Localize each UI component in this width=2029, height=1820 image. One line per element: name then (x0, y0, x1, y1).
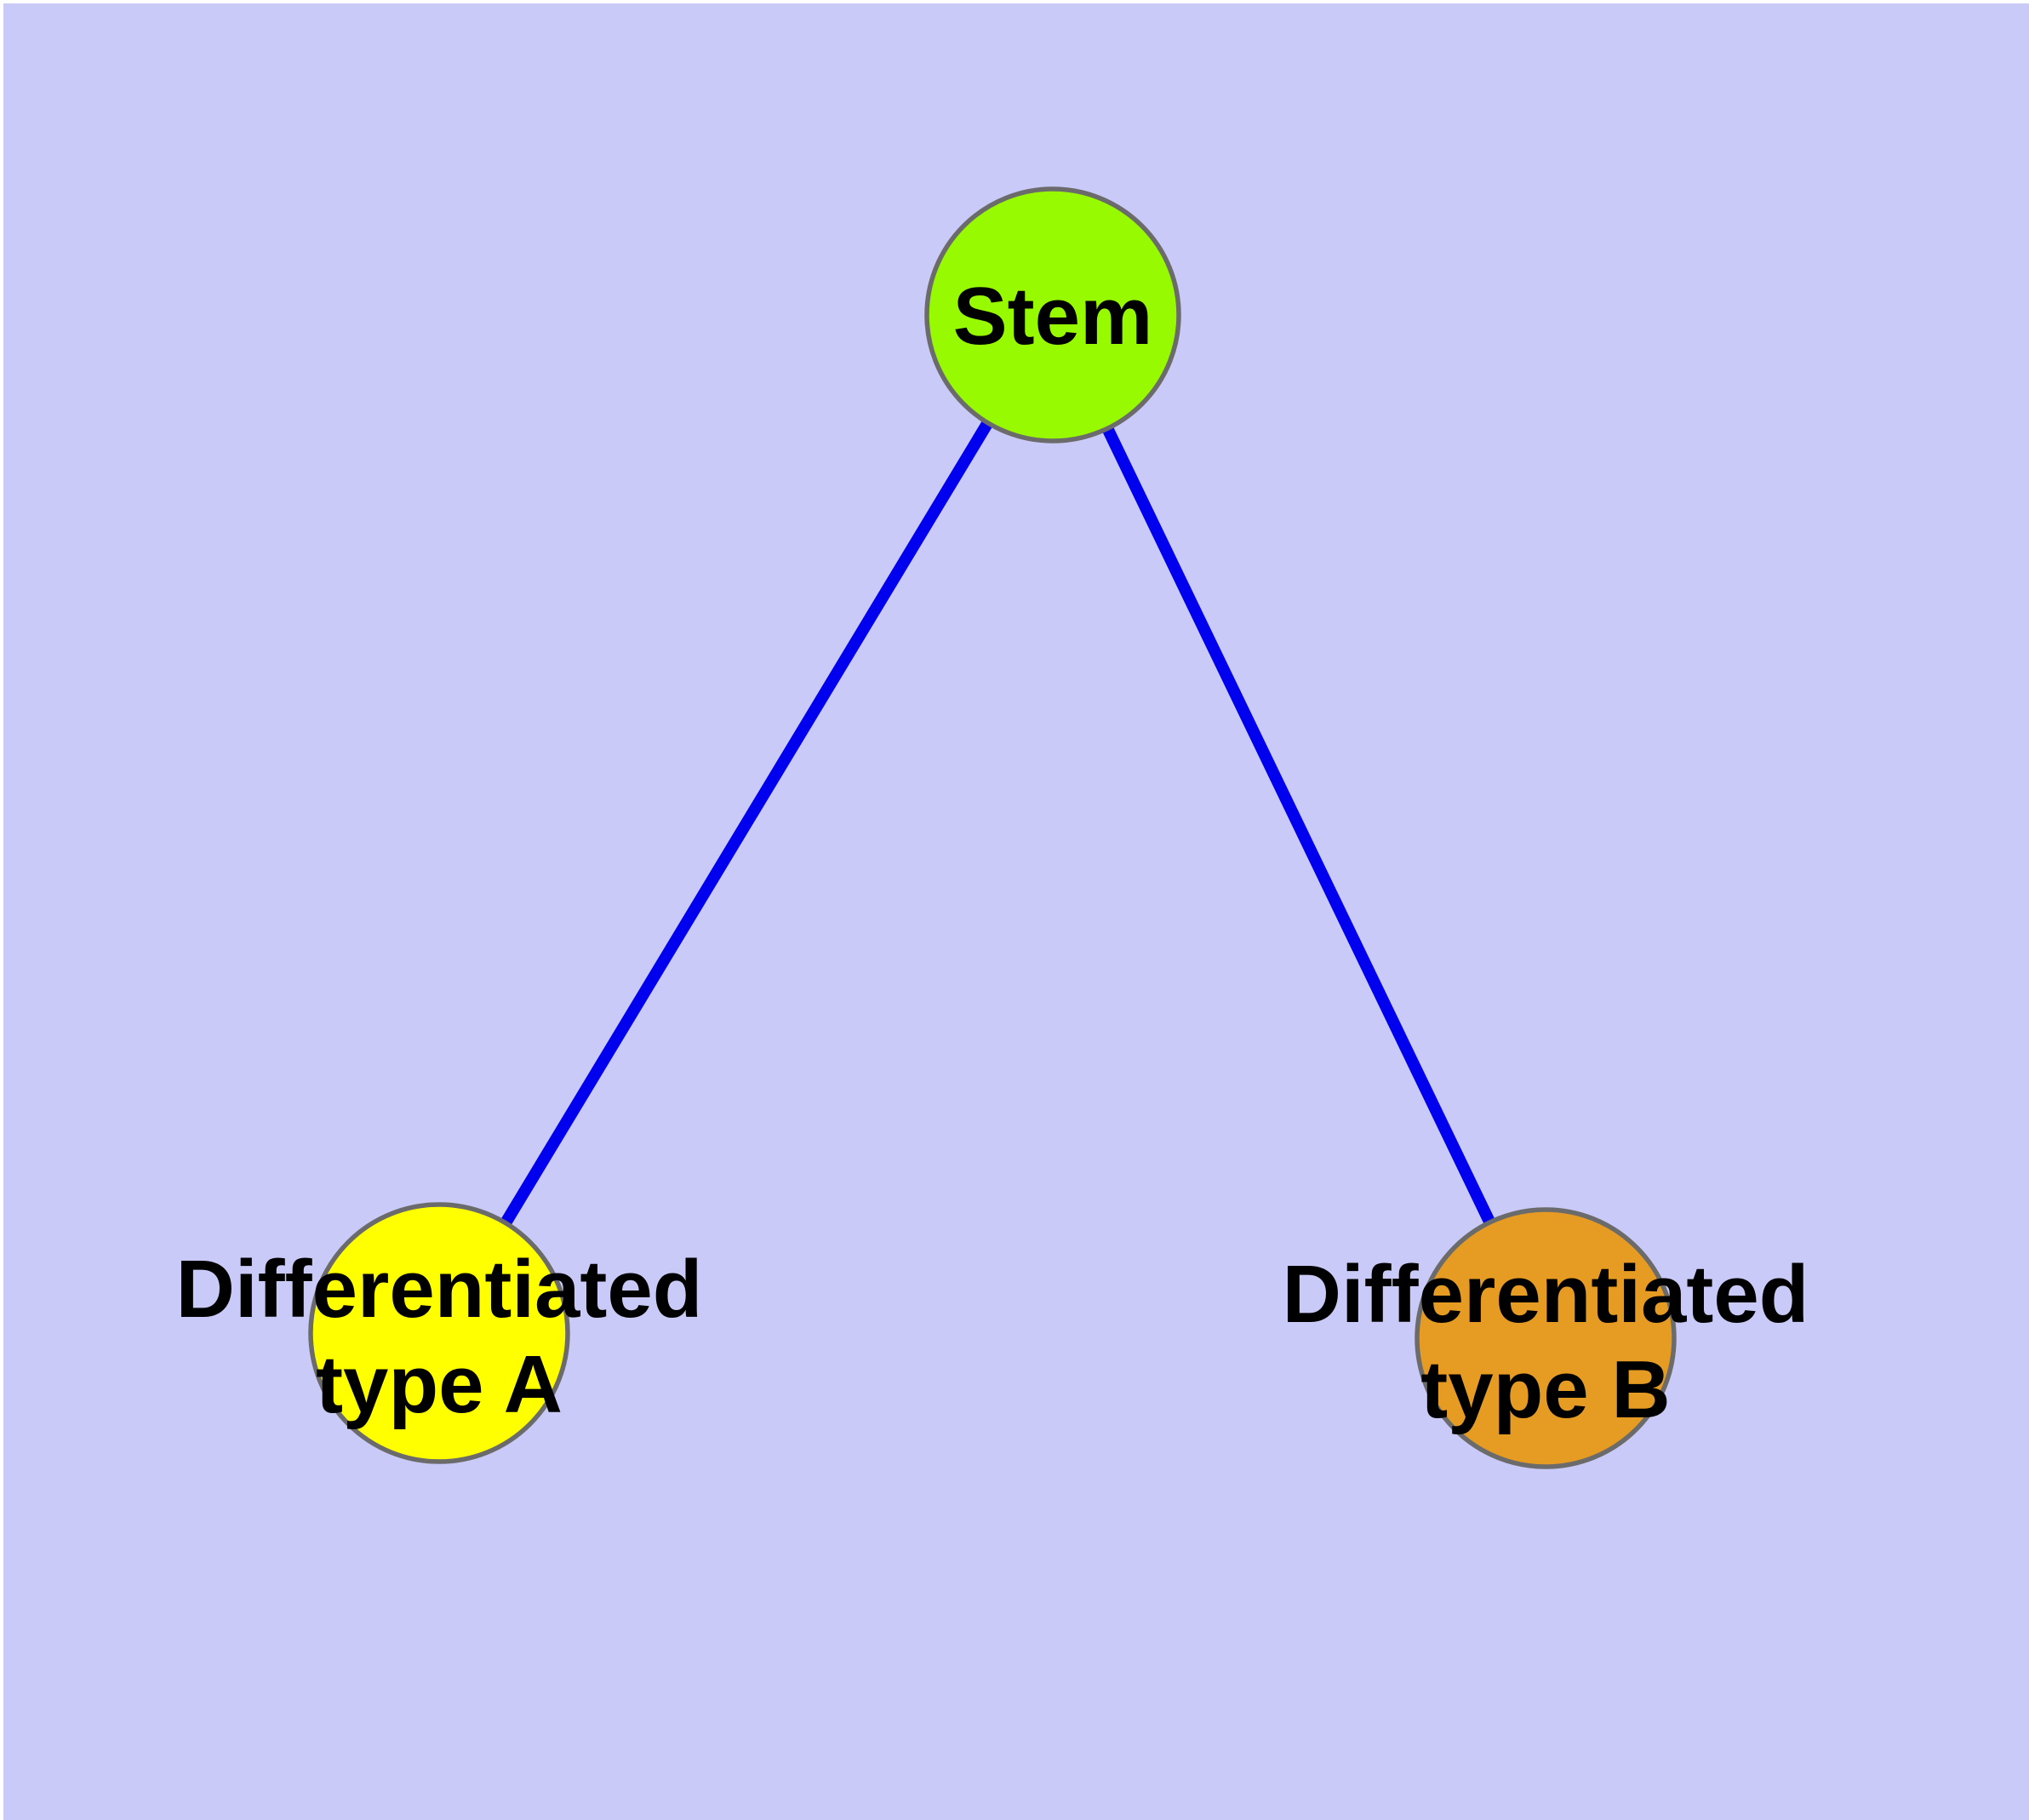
node-stem (924, 186, 1181, 444)
node-stem-label: Stem (953, 271, 1153, 362)
node-type-b-label-line1: Differentiated (1283, 1249, 1809, 1340)
edge-stem-to-type-b (1047, 312, 1552, 1342)
node-type-a-label-line2: type A (316, 1339, 563, 1430)
node-type-b (1415, 1207, 1677, 1469)
node-type-a (308, 1202, 570, 1464)
node-type-b-label-line2: type B (1420, 1344, 1670, 1435)
node-type-a-label-line1: Differentiated (176, 1244, 703, 1335)
edge-stem-to-type-a (434, 312, 1058, 1336)
